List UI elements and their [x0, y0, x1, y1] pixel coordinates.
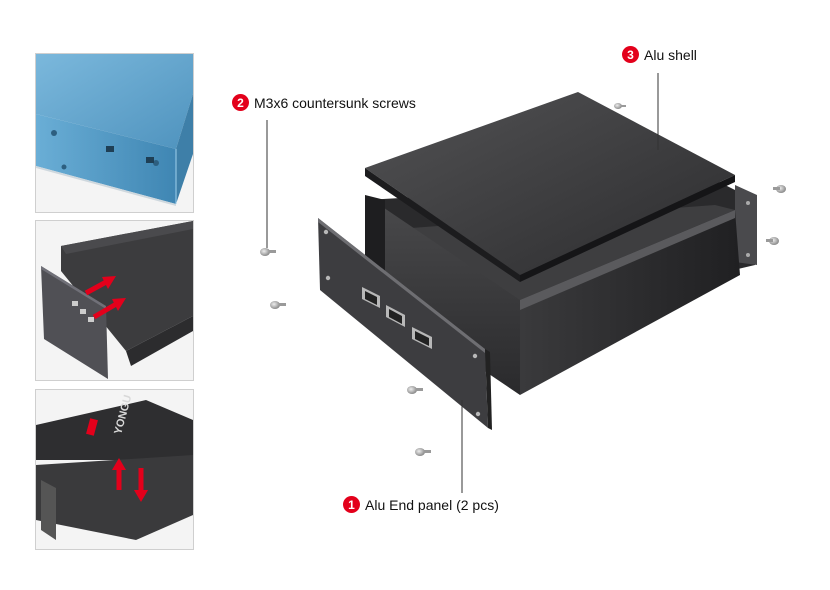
screw-icon: [260, 248, 276, 256]
hdmi-port: [386, 305, 405, 327]
exploded-view-diagram: [260, 73, 786, 493]
thumbnail-end-panel-assembly[interactable]: [35, 220, 194, 381]
callout-label: Alu shell: [644, 46, 697, 63]
callout-shell: 3 Alu shell: [622, 46, 697, 63]
hdmi-port: [362, 287, 380, 308]
screw-icon: [614, 103, 626, 109]
hdmi-port: [412, 327, 432, 349]
lower-shell-front: [365, 195, 520, 395]
callout-label: M3x6 countersunk screws: [254, 94, 416, 111]
up-down-arrow-icon: [112, 458, 148, 502]
callout-label: Alu End panel (2 pcs): [365, 496, 499, 513]
arrow-icon: [84, 276, 126, 320]
callout-number-badge: 3: [622, 46, 639, 63]
end-panel-assembly-image: [36, 221, 193, 380]
callout-screws: 2 M3x6 countersunk screws: [232, 94, 416, 111]
thumbnail-shell-assembly[interactable]: YONGU: [35, 389, 194, 550]
callout-number-badge: 2: [232, 94, 249, 111]
lower-shell-side-wall: [520, 210, 740, 395]
alu-shell-lid: [365, 92, 735, 275]
blue-enclosure-image: [36, 54, 193, 212]
thumbnail-blue-enclosure[interactable]: [35, 53, 194, 213]
screw-icon: [407, 386, 423, 394]
callout-number-badge: 1: [343, 496, 360, 513]
shell-assembly-image: YONGU: [36, 390, 193, 549]
screw-icon: [766, 237, 779, 245]
screw-icon: [270, 301, 286, 309]
rear-end-panel: [735, 185, 757, 265]
screw-icon: [773, 185, 786, 193]
callout-end-panel: 1 Alu End panel (2 pcs): [343, 496, 499, 513]
screw-icon: [415, 448, 431, 456]
